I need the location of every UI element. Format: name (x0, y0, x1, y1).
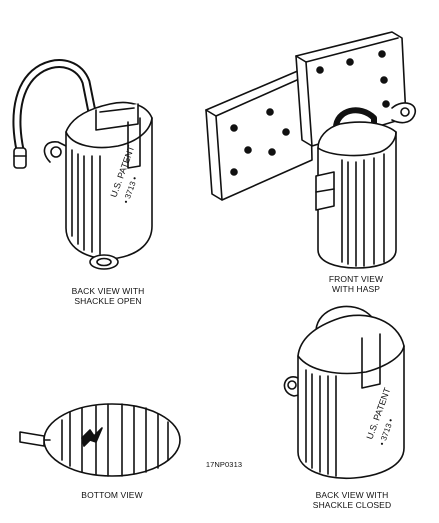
figure-id-text: 17NP0313 (205, 460, 243, 469)
caption-front-view-with-hasp: FRONT VIEW WITH HASP (296, 274, 416, 294)
figure-id: 17NP0313 (184, 460, 264, 470)
lock-front-view-with-hasp (205, 31, 417, 269)
caption-back-view-shackle-closed: BACK VIEW WITH SHACKLE CLOSED (292, 490, 412, 510)
lock-back-view-shackle-closed (283, 305, 405, 480)
caption-line: BACK VIEW WITH (71, 286, 145, 296)
caption-line: SHACKLE OPEN (74, 296, 142, 306)
caption-back-view-shackle-open: BACK VIEW WITH SHACKLE OPEN (48, 286, 168, 306)
caption-line: BOTTOM VIEW (81, 490, 143, 500)
caption-line: FRONT VIEW (328, 274, 384, 284)
lock-back-view-shackle-open (12, 59, 153, 270)
caption-line: BACK VIEW WITH (315, 490, 389, 500)
caption-line: WITH HASP (331, 284, 381, 294)
caption-line: SHACKLE CLOSED (312, 500, 392, 510)
lock-bottom-view (19, 403, 181, 477)
caption-bottom-view: BOTTOM VIEW (52, 490, 172, 500)
